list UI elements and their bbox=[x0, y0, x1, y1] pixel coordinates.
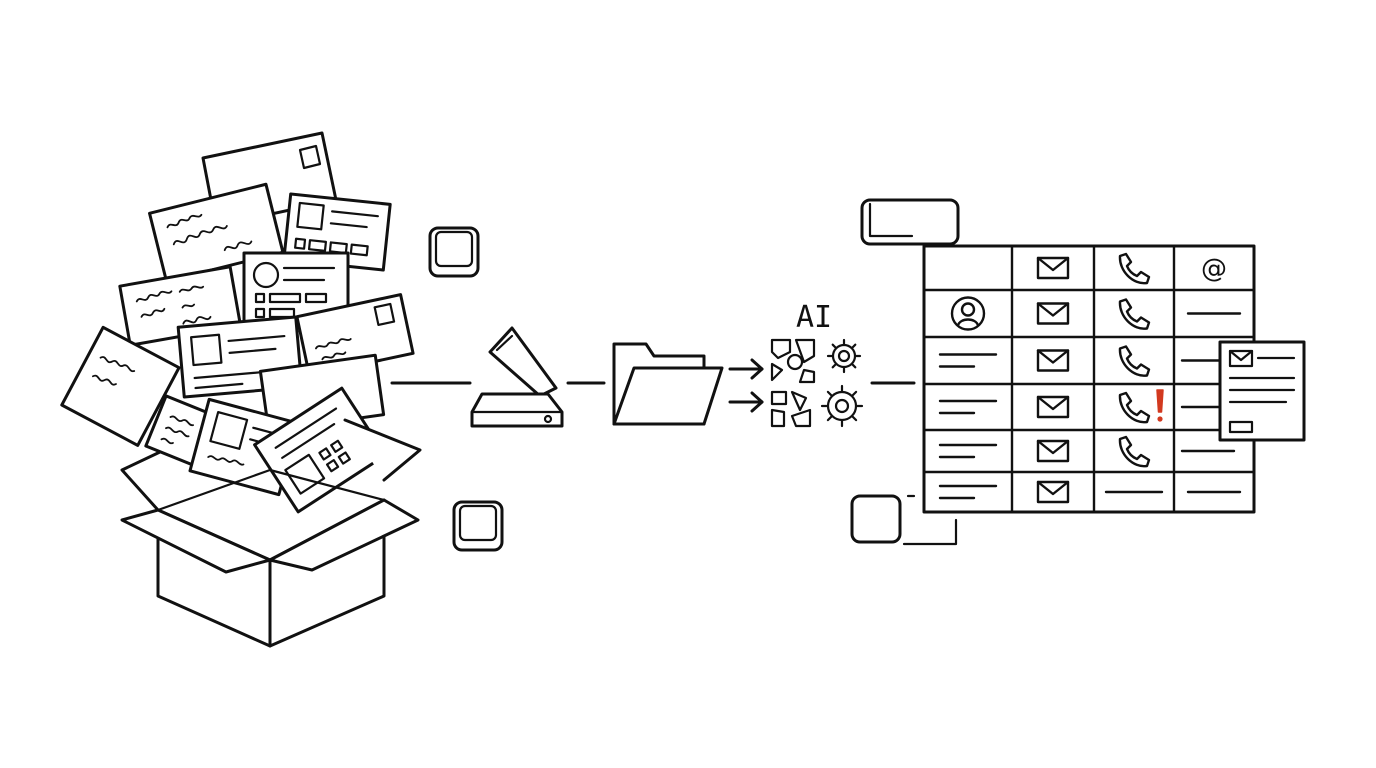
mail-icon-flap bbox=[1036, 439, 1070, 455]
mail-icon-flap bbox=[1036, 256, 1070, 272]
gear-icon bbox=[820, 384, 864, 428]
mail-icon bbox=[1036, 349, 1070, 372]
mail-icon-flap bbox=[1036, 349, 1070, 364]
contact-table: @ bbox=[922, 244, 1256, 514]
mail-icon-flap bbox=[1036, 395, 1070, 411]
card-tilted bbox=[253, 386, 387, 514]
phone-icon bbox=[1118, 298, 1151, 330]
scanner-icon bbox=[470, 326, 564, 428]
avatar-icon bbox=[950, 296, 986, 331]
open-box-icon bbox=[120, 418, 422, 648]
mail-icon bbox=[1036, 480, 1070, 504]
exclamation-dot bbox=[1157, 416, 1163, 422]
at-icon: @ bbox=[1201, 254, 1227, 284]
mail-icon bbox=[1036, 302, 1070, 325]
ai-puzzle-icon bbox=[770, 338, 816, 428]
mail-icon-flap bbox=[1036, 480, 1070, 496]
folder-icon bbox=[612, 342, 724, 426]
key-icon bbox=[428, 226, 480, 278]
arrow-icon bbox=[728, 358, 764, 380]
exclamation-icon bbox=[1156, 389, 1164, 413]
document-card bbox=[1218, 340, 1306, 442]
key-icon bbox=[452, 500, 504, 552]
mail-icon bbox=[1036, 439, 1070, 463]
phone-icon bbox=[1118, 252, 1151, 285]
phone-icon bbox=[1118, 391, 1151, 424]
ai-label: AI bbox=[796, 300, 832, 335]
mail-icon bbox=[1036, 256, 1070, 280]
mail-icon bbox=[1036, 395, 1070, 419]
bracket-block bbox=[860, 198, 960, 246]
phone-icon bbox=[1118, 435, 1151, 468]
handwritten-letter bbox=[60, 325, 181, 447]
arrow-icon bbox=[728, 391, 764, 413]
mail-icon-flap bbox=[1036, 302, 1070, 317]
bracket-block bbox=[850, 494, 958, 546]
phone-icon bbox=[1118, 345, 1151, 377]
avatar-body bbox=[956, 318, 980, 327]
paper-pile bbox=[60, 131, 415, 514]
gear-icon bbox=[826, 338, 862, 374]
avatar-head bbox=[960, 302, 976, 317]
